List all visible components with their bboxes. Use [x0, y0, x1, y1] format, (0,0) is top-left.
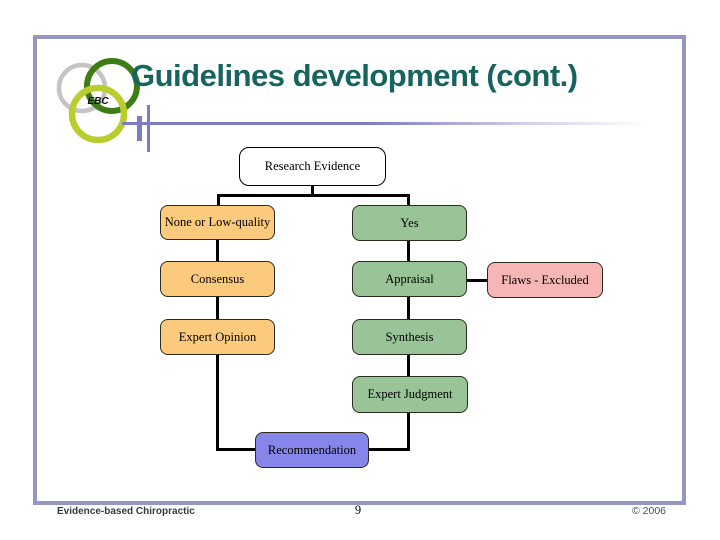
- footer-course-name: Evidence-based Chiropractic: [57, 506, 195, 517]
- node-recommendation: Recommendation: [255, 432, 369, 468]
- connector-branch-horizontal: [217, 194, 410, 197]
- decoration-tick-tall: [147, 105, 150, 152]
- node-expert-opinion: Expert Opinion: [160, 319, 275, 355]
- logo-green-ring: [84, 58, 140, 114]
- footer-page-number: 9: [354, 503, 362, 517]
- logo-yellow-ring: [68, 84, 128, 144]
- decoration-tick-short: [137, 116, 142, 141]
- logo-text: EBC: [87, 96, 109, 107]
- title-underline-decoration: [122, 122, 667, 125]
- node-none-or-low-quality: None or Low-quality: [160, 205, 275, 240]
- connector-expertjudgment-down: [407, 412, 410, 451]
- footer-copyright: © 2006: [631, 505, 666, 517]
- connector-synthesis-expertjudgment: [407, 354, 410, 377]
- slide-title: Guidelines development (cont.): [131, 58, 578, 93]
- connector-branch-left-drop: [217, 194, 220, 206]
- connector-appraisal-flaws: [466, 279, 488, 282]
- node-expert-judgment: Expert Judgment: [352, 376, 468, 413]
- node-synthesis: Synthesis: [352, 319, 467, 355]
- node-yes: Yes: [352, 205, 467, 241]
- node-consensus: Consensus: [160, 261, 275, 297]
- connector-appraisal-synthesis: [407, 296, 410, 320]
- ebc-logo: EBC: [56, 58, 140, 144]
- connector-research-stem: [311, 185, 314, 196]
- connector-right-to-recommendation: [368, 448, 410, 451]
- connector-expertopinion-down: [216, 354, 219, 451]
- connector-left-to-recommendation: [216, 448, 256, 451]
- node-research-evidence: Research Evidence: [239, 147, 386, 186]
- node-appraisal: Appraisal: [352, 261, 467, 297]
- connector-branch-right-drop: [407, 194, 410, 206]
- node-flaws-excluded: Flaws - Excluded: [487, 262, 603, 298]
- connector-consensus-expertopinion: [216, 296, 219, 320]
- connector-nonelow-consensus: [216, 239, 219, 262]
- connector-yes-appraisal: [407, 240, 410, 262]
